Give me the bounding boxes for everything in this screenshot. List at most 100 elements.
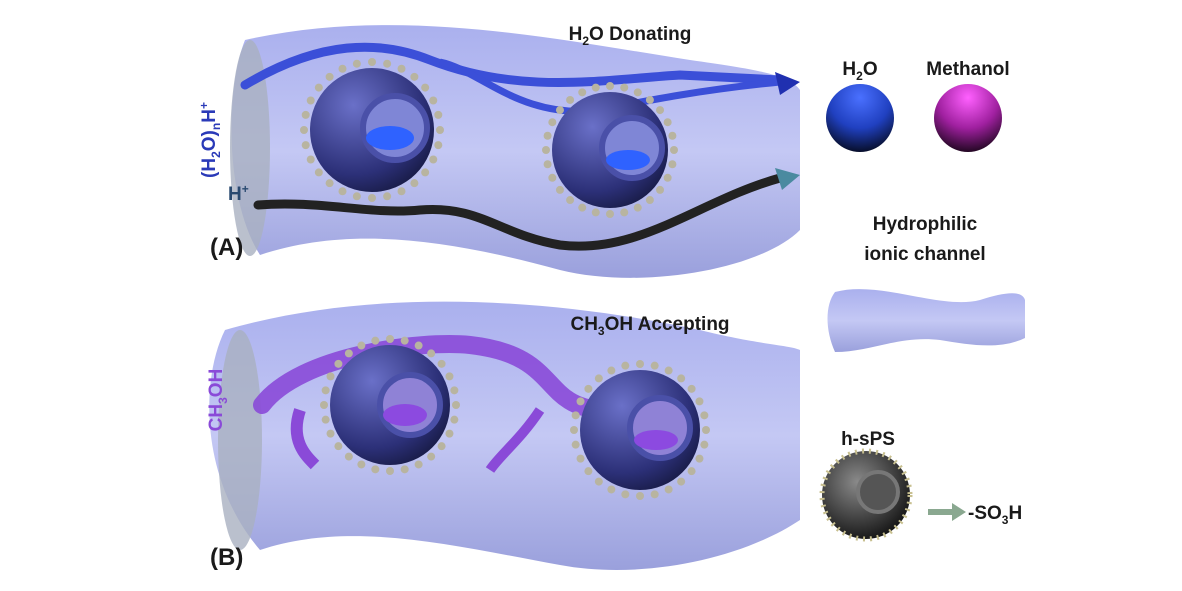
sulfonic-group bbox=[421, 83, 430, 92]
sulfonic-group bbox=[368, 58, 376, 66]
sulfonic-group bbox=[555, 106, 564, 115]
sulfonic-group bbox=[352, 59, 361, 68]
sulfonic-group bbox=[301, 141, 310, 150]
sulfonic-group bbox=[410, 72, 419, 81]
sulfonic-group bbox=[326, 372, 335, 381]
sulfonic-group bbox=[321, 386, 330, 395]
sulfonic-group bbox=[371, 336, 380, 345]
sulfonic-group bbox=[650, 490, 659, 499]
sulfonic-group bbox=[306, 155, 315, 164]
sulfonic-group bbox=[607, 366, 616, 375]
sulfonic-group bbox=[543, 160, 552, 169]
sulfonic-group bbox=[633, 203, 642, 212]
sulfonic-group bbox=[621, 490, 630, 499]
sulfonic-group bbox=[400, 465, 409, 474]
methanol-cluster bbox=[634, 430, 678, 450]
sulfonic-group bbox=[687, 384, 696, 393]
sulfonic-group bbox=[445, 429, 454, 438]
sulfonic-group bbox=[434, 141, 443, 150]
sulfonic-group bbox=[383, 192, 392, 201]
sulfonic-group bbox=[695, 454, 704, 463]
sulfonic-group bbox=[542, 146, 550, 154]
sulfonic-group bbox=[594, 477, 603, 486]
sulfonic-group bbox=[656, 106, 665, 115]
sulfonic-group bbox=[664, 485, 673, 494]
water-proton-label: (H2O)nH+ bbox=[197, 102, 223, 178]
sulfonic-group bbox=[663, 173, 672, 182]
sulfonic-group bbox=[306, 96, 315, 105]
sulfonic-group bbox=[607, 485, 616, 494]
sulfonic-group bbox=[650, 361, 659, 370]
sulfonic-group bbox=[397, 64, 406, 73]
sulfonic-group bbox=[621, 361, 630, 370]
sulfonic-group bbox=[301, 110, 310, 119]
sulfonic-group bbox=[571, 440, 580, 449]
sulfonic-group bbox=[445, 372, 454, 381]
sulfonic-group bbox=[620, 83, 629, 92]
sulfonic-group bbox=[578, 203, 587, 212]
sulfonic-group bbox=[450, 415, 459, 424]
sulfonic-group bbox=[436, 126, 444, 134]
sulfonic-group bbox=[555, 185, 564, 194]
sulfonic-group bbox=[338, 64, 347, 73]
sulfonic-group bbox=[591, 208, 600, 217]
sulfonic-group bbox=[386, 335, 394, 343]
sulfonic-group bbox=[427, 349, 436, 358]
water-ball-icon bbox=[826, 84, 894, 152]
sulfonic-group bbox=[645, 196, 654, 205]
proton-path bbox=[253, 173, 785, 251]
sulfonic-group bbox=[325, 72, 334, 81]
sulfonic-group bbox=[437, 442, 446, 451]
panel-a-channel bbox=[230, 25, 801, 278]
water-proton-path bbox=[240, 42, 785, 90]
sulfonic-group bbox=[700, 411, 709, 420]
legend-so3h-label: -SO3H bbox=[968, 503, 1022, 527]
sulfonic-group bbox=[570, 426, 578, 434]
sulfonic-group bbox=[584, 384, 593, 393]
sulfonic-group bbox=[429, 96, 438, 105]
sulfonic-group bbox=[334, 359, 343, 368]
methanol-cluster bbox=[383, 404, 427, 426]
sulfonic-group bbox=[636, 492, 644, 500]
sulfonic-group bbox=[338, 187, 347, 196]
sphere-cavity bbox=[856, 470, 900, 514]
sulfonic-group bbox=[300, 126, 308, 134]
arrow-head-icon bbox=[775, 168, 800, 190]
sulfonic-group bbox=[452, 401, 460, 409]
sulfonic-group bbox=[606, 210, 614, 218]
sulfonic-group bbox=[414, 341, 423, 350]
sulfonic-group bbox=[410, 179, 419, 188]
sulfonic-group bbox=[344, 452, 353, 461]
sulfonic-group bbox=[594, 374, 603, 383]
sulfonic-group bbox=[677, 477, 686, 486]
methanol-path-branch bbox=[485, 407, 545, 473]
sulfonic-group bbox=[576, 454, 585, 463]
legend-methanol-label: Methanol bbox=[926, 59, 1009, 80]
sulfonic-group bbox=[397, 187, 406, 196]
sulfonic-group bbox=[566, 196, 575, 205]
methanol-label: CH3OH bbox=[206, 369, 230, 432]
sulfonic-group bbox=[434, 110, 443, 119]
arrow-head-icon bbox=[952, 503, 966, 521]
sulfonic-group bbox=[668, 131, 677, 140]
sulfonic-group bbox=[543, 131, 552, 140]
sulfonic-group bbox=[325, 179, 334, 188]
panel-a-label: (A) bbox=[210, 234, 243, 261]
water-cluster bbox=[606, 150, 650, 170]
panel-a-title: H2O Donating bbox=[569, 24, 692, 48]
sulfonic-group bbox=[702, 426, 710, 434]
sulfonic-group bbox=[357, 341, 366, 350]
channel-opening bbox=[218, 330, 262, 550]
channel-legend-icon bbox=[827, 289, 1025, 352]
sulfonic-group bbox=[427, 452, 436, 461]
arrow-head-icon bbox=[775, 72, 800, 95]
methanol-ball-icon bbox=[934, 84, 1002, 152]
sulfonic-group bbox=[687, 467, 696, 476]
legend-channel-line2: ionic channel bbox=[864, 244, 985, 265]
sulfonic-group bbox=[383, 59, 392, 68]
sulfonic-group bbox=[620, 208, 629, 217]
sulfonic-group bbox=[334, 442, 343, 451]
sulfonic-group bbox=[357, 460, 366, 469]
methanol-path bbox=[253, 335, 609, 419]
